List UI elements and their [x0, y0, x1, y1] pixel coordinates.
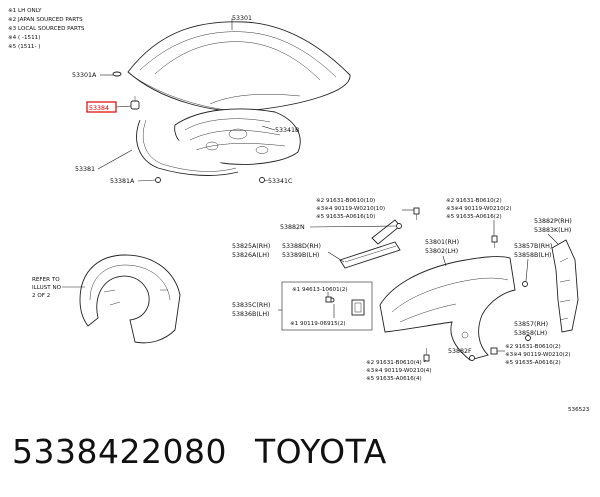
note-4: ※4 ( -1511) — [8, 35, 40, 41]
fastener-text: ※2 91631-B0610(4) — [366, 360, 422, 366]
fastener-text: ※3※4 90119-W0210(4) — [366, 368, 432, 374]
label-53857-rh: 53857(RH) — [514, 321, 548, 328]
refer-note-line2: ILLUST NO — [32, 285, 62, 291]
fender-bracket-drawing — [339, 219, 401, 269]
label-53381a: 53381A — [110, 178, 135, 185]
part-caption: 5338422080 TOYOTA — [12, 432, 387, 471]
fender-liner-drawing — [79, 254, 181, 344]
fastener-group-top-center: ※2 91631-B0610(10) ※3※4 90119-W0210(10) … — [316, 198, 414, 220]
fastener-text: ※3※4 90119-W0210(10) — [316, 206, 385, 212]
label-53858b-lh: 53858B(LH) — [514, 252, 552, 259]
fender-splash-shield-drawing — [551, 239, 579, 333]
label-53857b-rh: 53857B(RH) — [514, 243, 552, 250]
label-53835c-rh: 53835C(RH) — [232, 302, 270, 309]
label-53802-lh: 53802(LH) — [425, 248, 458, 255]
label-53384: 53384 — [89, 105, 109, 112]
note-5: ※5 (1511- ) — [8, 44, 40, 50]
fender-clip-53857b-icon — [522, 281, 528, 287]
label-53301: 53301 — [232, 15, 252, 22]
label-53381: 53381 — [75, 166, 95, 173]
hood-insulator-drawing — [174, 108, 301, 165]
label-53882f: 53882F — [448, 348, 472, 355]
note-2: ※2 JAPAN SOURCED PARTS — [8, 17, 83, 23]
notes-block: ※1 LH ONLY ※2 JAPAN SOURCED PARTS ※3 LOC… — [8, 8, 85, 50]
label-53882n: 53882N — [280, 224, 305, 231]
fastener-text: ※2 91631-B0610(2) — [446, 198, 502, 204]
label-53388d-rh: 53388D(RH) — [282, 243, 321, 250]
fastener-group-mid-left: ※1 94613-10601(2) ※1 90119-06915(2) — [281, 281, 373, 331]
fastener-text: ※5 91635-A0616(4) — [366, 376, 422, 382]
fastener-group-bottom-right: ※2 91631-B0610(2) ※3※4 90119-W0210(2) ※5… — [497, 344, 571, 366]
fender-bracket-lh-drawing — [351, 299, 365, 316]
refer-note-line3: 2 OF 2 — [32, 293, 50, 299]
label-53836b-lh: 53836B(LH) — [232, 311, 270, 318]
hood-panel-drawing — [127, 21, 351, 113]
fender-clip-53882f-icon — [469, 355, 475, 361]
fender-bolt-top-icon — [413, 207, 420, 220]
note-3: ※3 LOCAL SOURCED PARTS — [8, 26, 85, 32]
label-53858-lh: 53858(LH) — [514, 330, 547, 337]
fender-bolt-bottomright-icon — [490, 347, 498, 355]
fastener-text: ※1 94613-10601(2) — [292, 287, 348, 293]
hood-cushion-icon — [130, 96, 140, 110]
fender-bolt-bottom-icon — [423, 348, 430, 362]
label-53826a-lh: 53826A(LH) — [232, 252, 270, 259]
label-53301a: 53301A — [72, 72, 97, 79]
label-53341c: 53341C — [268, 178, 293, 185]
hood-grommet-icon — [112, 71, 122, 77]
seal-clip-icon — [155, 177, 161, 183]
diagram-number: 536523 — [568, 407, 590, 413]
refer-note-line1: REFER TO — [32, 277, 60, 283]
fastener-group-bottom-center: ※2 91631-B0610(4) ※3※4 90119-W0210(4) ※5… — [366, 359, 432, 382]
highlighted-part-53384: 53384 — [86, 101, 132, 113]
fastener-text: ※1 90119-06915(2) — [290, 321, 346, 327]
label-53882p-rh: 53882P(RH) — [534, 218, 572, 225]
fastener-text: ※2 91631-B0610(2) — [505, 344, 561, 350]
parts-diagram: ※1 LH ONLY ※2 JAPAN SOURCED PARTS ※3 LOC… — [8, 8, 590, 413]
fender-bolt-topright-icon — [491, 235, 498, 248]
label-53801-rh: 53801(RH) — [425, 239, 459, 246]
fastener-text: ※5 91635-A0616(10) — [316, 214, 375, 220]
part-number: 5338422080 — [12, 432, 227, 471]
front-fender-drawing — [379, 256, 516, 361]
label-53389b-lh: 53389B(LH) — [282, 252, 320, 259]
fastener-text: ※5 91635-A0616(2) — [446, 214, 502, 220]
insulator-clip-icon — [259, 177, 265, 183]
hood-seal-drawing — [136, 119, 239, 176]
fastener-text: ※2 91631-B0610(10) — [316, 198, 375, 204]
fender-clip-53857-icon — [525, 335, 531, 341]
fastener-group-top-right: ※2 91631-B0610(2) ※3※4 90119-W0210(2) ※5… — [446, 198, 512, 236]
fastener-text: ※5 91635-A0616(2) — [505, 360, 561, 366]
note-1: ※1 LH ONLY — [8, 8, 42, 14]
label-53341b: 53341B — [275, 127, 299, 134]
label-53883k-lh: 53883K(LH) — [534, 227, 571, 234]
label-53825a-rh: 53825A(RH) — [232, 243, 270, 250]
fender-clip-53882n-icon — [396, 223, 402, 229]
brand-name: TOYOTA — [254, 432, 387, 471]
fastener-text: ※3※4 90119-W0210(2) — [505, 352, 571, 358]
fastener-text: ※3※4 90119-W0210(2) — [446, 206, 512, 212]
